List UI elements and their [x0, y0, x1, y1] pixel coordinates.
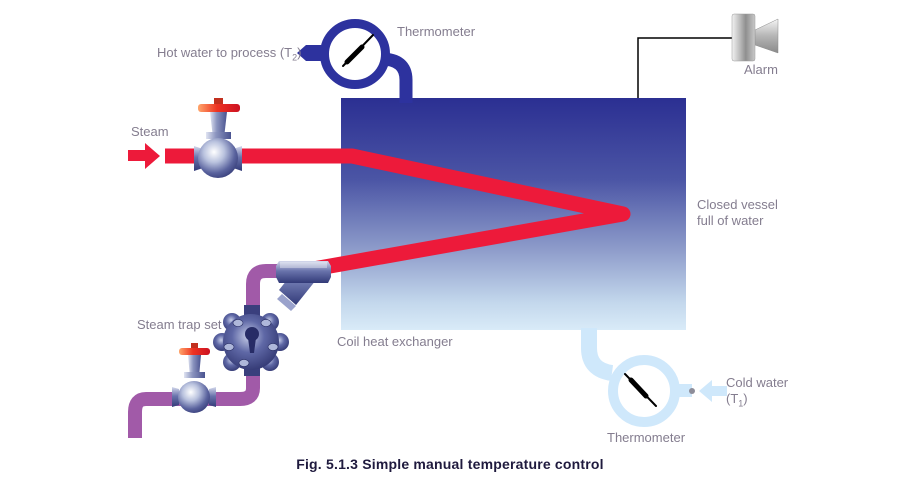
- condensate-valve-icon: [172, 343, 216, 413]
- hot-water-label: Hot water to process (T2): [157, 45, 302, 63]
- pipe-joint-dot: [689, 388, 695, 394]
- hot-water-outlet-arrow-icon: [297, 45, 322, 61]
- alarm-signal-line: [637, 37, 733, 100]
- coil-heat-exchanger-label: Coil heat exchanger: [337, 334, 453, 349]
- closed-vessel: [341, 98, 686, 330]
- cold-water-label: Cold water (T1): [726, 375, 789, 409]
- cold-water-flow-arrow-icon: [699, 380, 727, 402]
- steam-label: Steam: [131, 124, 169, 139]
- cold-water-pipe: [581, 328, 614, 381]
- condensate-valve-handwheel-icon: [179, 348, 210, 355]
- steam-flow-arrow-icon: [128, 143, 160, 169]
- thermometer-top-label: Thermometer: [397, 24, 476, 39]
- steam-trap-set-label: Steam trap set: [137, 317, 222, 332]
- thermometer-bottom-gauge: [581, 328, 727, 427]
- figure-caption: Fig. 5.1.3 Simple manual temperature con…: [296, 456, 604, 472]
- thermometer-bottom-label: Thermometer: [607, 430, 686, 445]
- alarm-horn-icon: [731, 13, 779, 62]
- steam-valve-icon: [194, 98, 242, 178]
- thermometer-top-gauge: [297, 19, 413, 103]
- closed-vessel-label: Closed vessel full of water: [697, 197, 778, 228]
- steam-trap-icon: [213, 305, 289, 376]
- condensate-pipe: [128, 264, 292, 438]
- strainer-icon: [276, 261, 331, 311]
- alarm-label: Alarm: [744, 62, 778, 77]
- steam-coil-pipe: [165, 148, 631, 279]
- steam-valve-handwheel-icon: [198, 104, 240, 112]
